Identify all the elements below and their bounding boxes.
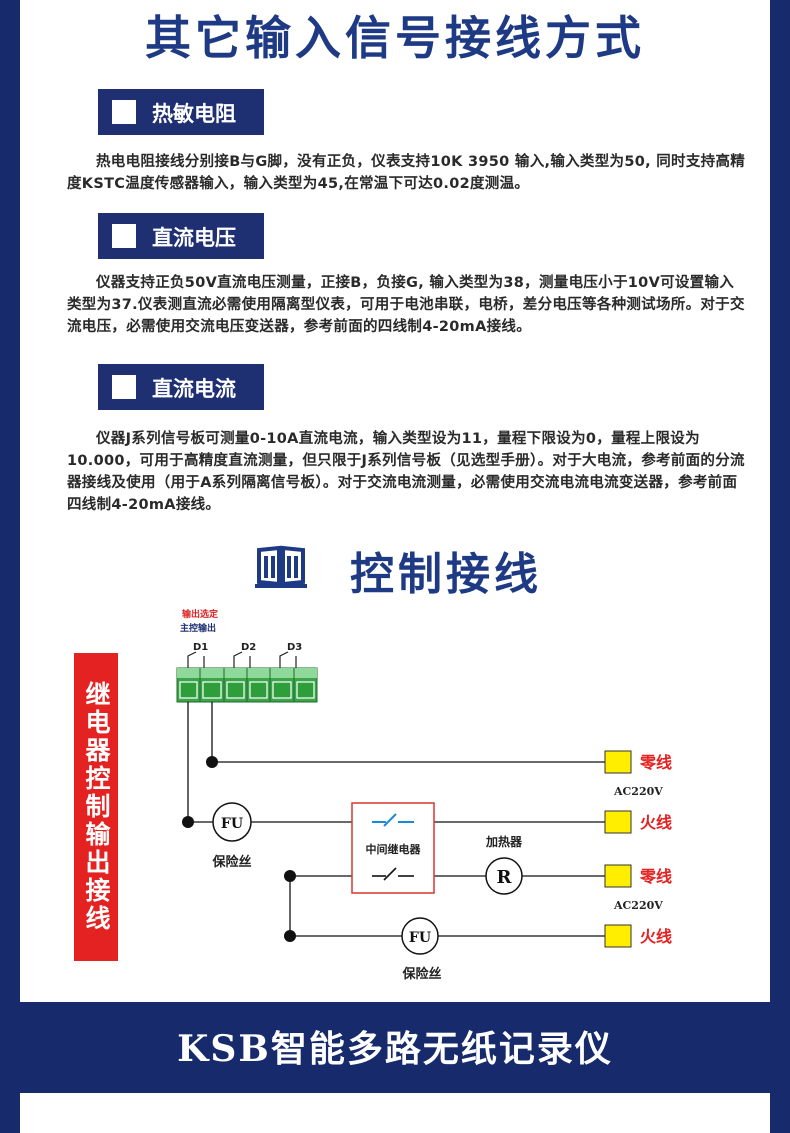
section-heading-label: 直流电压 bbox=[152, 226, 236, 250]
bottom-banner-title: KSB智能多路无纸记录仪 bbox=[177, 1028, 613, 1070]
book-icon bbox=[255, 545, 307, 588]
fuse-2-label: 保险丝 bbox=[401, 966, 441, 982]
d3-label: D3 bbox=[287, 642, 302, 653]
next-panel bbox=[20, 1093, 770, 1133]
heater-label: 加热器 bbox=[485, 834, 523, 849]
section-text-thermistor: 热电电阻接线分别接B与G脚，没有正负，仪表支持10K 3950 输入,输入类型为… bbox=[67, 154, 746, 192]
section-heading-dc-voltage: 直流电压 bbox=[98, 213, 264, 259]
section-text-dc-voltage: 仪器支持正负50V直流电压测量，正接B，负接G, 输入类型为38，测量电压小于1… bbox=[67, 275, 745, 335]
section-heading-thermistor: 热敏电阻 bbox=[98, 89, 264, 135]
relay-switch-contact bbox=[372, 867, 414, 881]
section-heading-label: 热敏电阻 bbox=[152, 102, 236, 126]
section-heading-label: 直流电流 bbox=[152, 377, 236, 401]
d1-label: D1 bbox=[193, 642, 208, 653]
page-title: 其它输入信号接线方式 bbox=[145, 11, 645, 65]
relay-contact-symbols bbox=[187, 651, 297, 668]
terminal-block bbox=[176, 667, 318, 703]
neutral-2-label: 零线 bbox=[639, 867, 672, 886]
fuse-2-text: FU bbox=[409, 930, 431, 946]
junction-dots bbox=[182, 756, 296, 942]
relay-wiring-diagram: 输出选定 主控输出 D1 D2 D3 bbox=[176, 608, 672, 982]
square-icon bbox=[112, 100, 136, 124]
live-1-label: 火线 bbox=[640, 813, 672, 832]
control-title: 控制接线 bbox=[350, 549, 542, 600]
fuse-2-symbol bbox=[401, 917, 439, 955]
relay-output-label: 继电器控制输出接线 bbox=[74, 653, 118, 961]
live-2-label: 火线 bbox=[640, 927, 672, 946]
neutral-1-label: 零线 bbox=[639, 753, 672, 772]
fuse-1-text: FU bbox=[221, 816, 243, 832]
relay-coil-contact bbox=[372, 813, 414, 827]
ac-2-label: AC220V bbox=[613, 899, 663, 912]
output-select-label: 输出选定 bbox=[182, 608, 219, 620]
d2-label: D2 bbox=[241, 642, 256, 653]
section-text-dc-current: 仪器J系列信号板可测量0-10A直流电流，输入类型设为11，量程下限设为0，量程… bbox=[67, 431, 745, 513]
main-output-label: 主控输出 bbox=[180, 622, 216, 634]
square-icon bbox=[112, 224, 136, 248]
relay-label: 中间继电器 bbox=[366, 842, 422, 856]
square-icon bbox=[112, 375, 136, 399]
fuse-1-symbol bbox=[212, 802, 252, 842]
ac-1-label: AC220V bbox=[613, 785, 663, 798]
section-heading-dc-current: 直流电流 bbox=[98, 364, 264, 410]
power-terminals bbox=[604, 750, 632, 948]
heater-text: R bbox=[497, 867, 513, 888]
fuse-1-label: 保险丝 bbox=[211, 854, 251, 870]
heater-symbol bbox=[485, 857, 523, 895]
